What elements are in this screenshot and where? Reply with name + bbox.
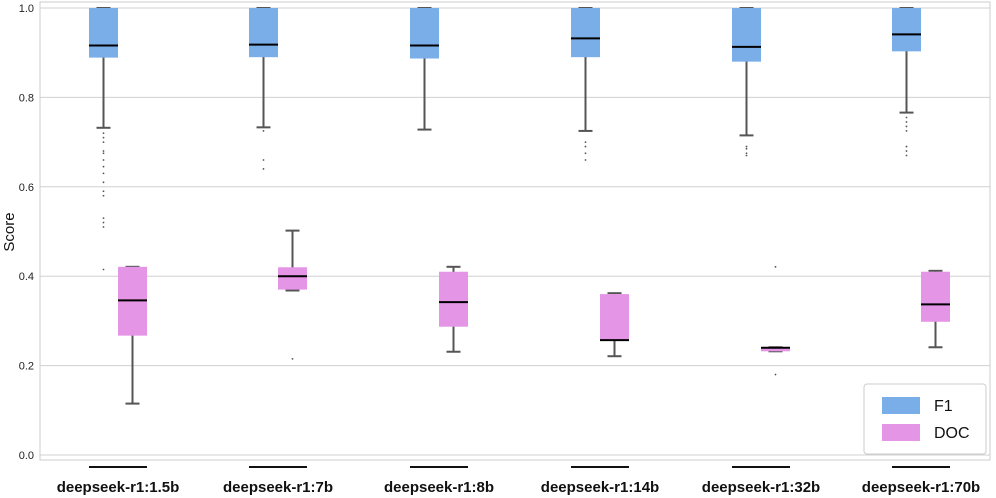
box-f1-0 [89,7,118,271]
outlier-point [102,159,105,161]
box-iqr [439,271,468,327]
y-tick-label: 0.4 [19,271,34,283]
outlier-point [102,132,105,135]
outlier-point [905,130,908,132]
box-iqr [249,8,278,58]
y-tick-label: 1.0 [19,3,34,15]
outlier-point [905,150,908,152]
box-iqr [732,8,761,62]
box-plots [89,7,950,405]
legend-swatch-doc [882,424,920,441]
outlier-point [745,152,748,155]
outlier-point [102,221,105,224]
outlier-point [905,121,908,123]
y-tick-label: 0.8 [19,92,34,104]
outlier-point [774,373,777,376]
legend-label-f1: F1 [934,398,953,415]
outlier-point [262,159,265,161]
plot-frame [39,1,991,461]
outlier-point [291,357,294,360]
box-f1-2 [410,7,439,131]
legend: F1 DOC [863,383,987,455]
outlier-point [584,159,587,161]
outlier-point [102,217,105,219]
outlier-point [905,92,908,95]
outlier-point [584,141,587,144]
outlier-point [905,125,908,128]
outlier-point [102,92,105,95]
box-iqr [571,8,600,58]
outlier-point [102,194,105,197]
box-doc-5 [921,269,950,349]
x-tick-label: deepseek-r1:14b [541,479,659,496]
outlier-point [774,265,777,268]
outlier-point [262,130,265,132]
outlier-point [745,145,748,148]
y-tick-label: 0.6 [19,182,34,194]
outlier-point [745,147,748,150]
outlier-point [102,226,105,228]
box-doc-1 [278,229,307,360]
outlier-point [584,145,587,148]
y-tick-label: 0.2 [19,361,34,373]
outlier-point [102,268,105,271]
outlier-point [102,152,105,155]
legend-frame [863,383,987,455]
box-doc-3 [600,292,629,358]
box-doc-4 [761,265,790,376]
x-tick-label: deepseek-r1:8b [384,479,494,496]
outlier-point [905,116,908,119]
outlier-point [102,141,105,144]
outlier-point [102,181,105,184]
box-doc-2 [439,265,468,353]
outlier-point [584,152,587,155]
y-axis-label: Score [1,212,18,251]
outlier-point [584,124,587,127]
x-tick-label: deepseek-r1:32b [702,479,820,496]
box-iqr [761,347,790,352]
box-iqr [921,271,950,322]
outlier-point [102,190,105,193]
y-tick-label: 0.0 [19,450,34,462]
legend-swatch-f1 [882,397,920,414]
outlier-point [102,136,105,139]
legend-label-doc: DOC [934,425,970,442]
outlier-point [102,165,105,168]
box-iqr [892,8,921,52]
x-tick-label: deepseek-r1:7b [223,479,333,496]
box-iqr [89,8,118,58]
y-axis-ticks: 0.0 0.2 0.4 0.6 0.8 1.0 [19,3,34,462]
box-iqr [600,294,629,342]
outlier-point [905,145,908,148]
outlier-point [262,168,265,170]
outlier-point [905,154,908,157]
box-iqr [278,267,307,290]
box-f1-4 [732,7,761,157]
gridlines [39,1,991,461]
box-doc-0 [118,265,147,405]
box-iqr [410,8,439,59]
box-f1-1 [249,7,278,170]
x-axis-category-labels: deepseek-r1:1.5b deepseek-r1:7b deepseek-r… [57,466,980,496]
x-tick-label: deepseek-r1:1.5b [57,479,180,496]
outlier-point [102,172,105,175]
box-f1-3 [571,7,600,161]
outlier-point [745,154,748,157]
outlier-point [102,150,105,152]
box-f1-5 [892,7,921,157]
x-tick-label: deepseek-r1:70b [862,479,980,496]
